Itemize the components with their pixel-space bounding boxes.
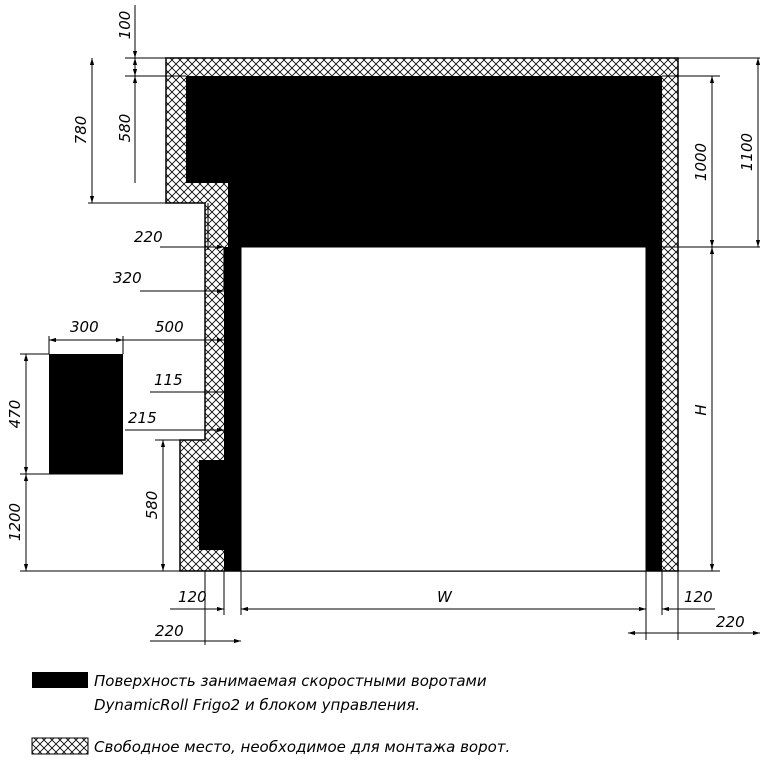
dim-120-left-label: 120 [178, 588, 207, 606]
legend-occupied-line2: DynamicRoll Frigo2 и блоком управления. [94, 696, 420, 714]
dim-320-label: 320 [113, 269, 142, 287]
dim-1100-label: 1100 [738, 133, 756, 171]
dim-1200-label: 1200 [6, 503, 24, 541]
dim-100-label: 100 [116, 11, 134, 40]
dim-220-left-label: 220 [134, 228, 163, 246]
control-unit-lower [199, 460, 224, 550]
extension-lines [20, 57, 760, 645]
dim-h-label: H [692, 404, 710, 415]
dim-220-bottom-right-label: 220 [716, 613, 745, 631]
dim-470-label: 470 [6, 400, 24, 429]
door-opening [240, 246, 647, 572]
dim-220-bottom-left-label: 220 [155, 622, 184, 640]
legend-occupied-line1: Поверхность занимаемая скоростными ворот… [94, 672, 487, 690]
dimension-lines [23, 5, 761, 644]
dim-300-label: 300 [70, 318, 99, 336]
dim-780-label: 780 [72, 116, 90, 145]
legend-occupied-swatch [32, 672, 88, 688]
dim-1000-label: 1000 [692, 143, 710, 181]
dim-115-label: 115 [154, 371, 183, 389]
control-box [49, 354, 123, 474]
dim-215-label: 215 [128, 409, 157, 427]
legend-free-space-swatch [31, 737, 89, 755]
legend-free-space-label: Свободное место, необходимое для монтажа… [94, 738, 510, 756]
dim-580-top-label: 580 [116, 114, 134, 143]
dim-120-right-label: 120 [684, 588, 713, 606]
door-right-guide [646, 247, 662, 571]
dim-580-bottom-label: 580 [143, 491, 161, 520]
dim-500-label: 500 [155, 318, 184, 336]
dim-w-label: W [437, 588, 453, 606]
door-left-guide [224, 247, 241, 571]
door-top-box [186, 76, 662, 247]
